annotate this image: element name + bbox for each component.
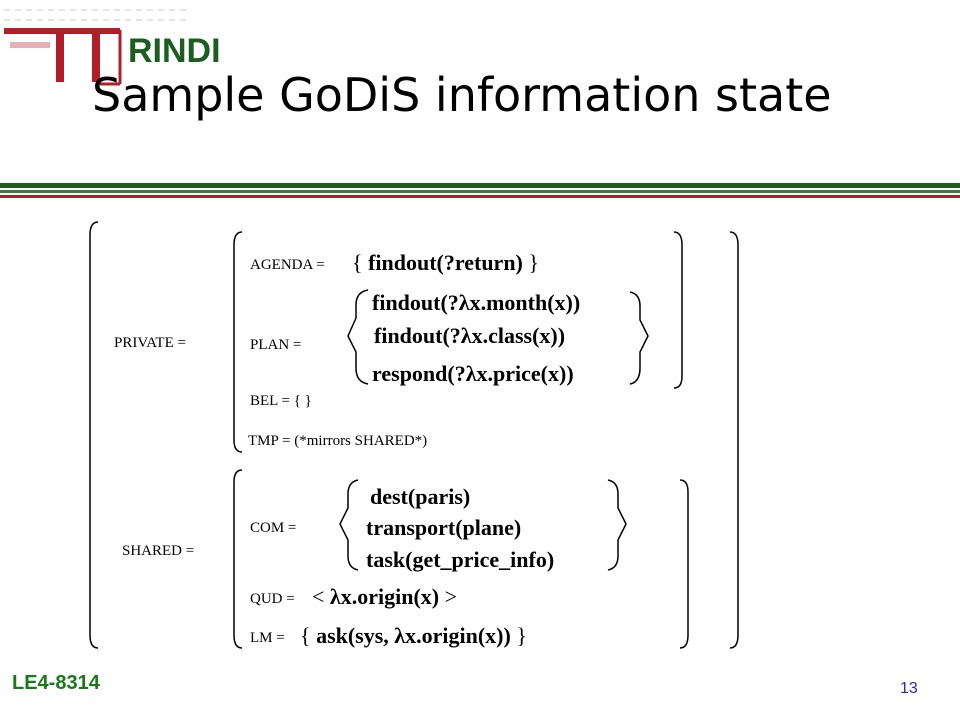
plan-item: findout(?λx.class(x)) bbox=[374, 323, 566, 348]
qud-item: λx.origin(x) bbox=[329, 584, 440, 609]
close-brace: } bbox=[528, 250, 539, 275]
private-label: PRIVATE = bbox=[114, 335, 186, 351]
agenda-value: { findout(?return) } bbox=[352, 250, 539, 276]
page-title: Sample GoDiS information state bbox=[92, 68, 832, 122]
plan-item: respond(?λx.price(x)) bbox=[372, 361, 574, 386]
open-brace: { bbox=[352, 250, 363, 275]
com-item: dest(paris) bbox=[370, 484, 471, 509]
plan-item: findout(?λx.month(x)) bbox=[372, 290, 581, 315]
title-divider bbox=[0, 183, 960, 198]
lm-value: { ask(sys, λx.origin(x)) } bbox=[300, 623, 527, 649]
qud-value: < λx.origin(x) > bbox=[312, 584, 457, 610]
agenda-label: AGENDA = bbox=[250, 257, 325, 273]
plan-label: PLAN = bbox=[250, 337, 302, 353]
logo-text: RINDI bbox=[128, 32, 221, 70]
lm-label: LM = bbox=[250, 630, 285, 646]
qud-label: QUD = bbox=[250, 591, 295, 607]
open-angle: < bbox=[312, 584, 325, 609]
lm-item: ask(sys, λx.origin(x)) bbox=[316, 623, 511, 648]
trindi-logo: RINDI bbox=[0, 0, 290, 90]
com-item: task(get_price_info) bbox=[366, 547, 555, 572]
agenda-item: findout(?return) bbox=[368, 250, 523, 275]
tmp-label: TMP = (*mirrors SHARED*) bbox=[248, 433, 428, 449]
close-brace: } bbox=[516, 623, 527, 648]
com-label: COM = bbox=[250, 520, 297, 536]
course-code: LE4-8314 bbox=[12, 672, 100, 694]
bel-label: BEL = { } bbox=[250, 393, 312, 409]
page-number: 13 bbox=[900, 680, 918, 697]
com-item: transport(plane) bbox=[366, 515, 522, 540]
shared-label: SHARED = bbox=[122, 543, 195, 559]
open-brace: { bbox=[300, 623, 311, 648]
close-angle: > bbox=[444, 584, 458, 609]
